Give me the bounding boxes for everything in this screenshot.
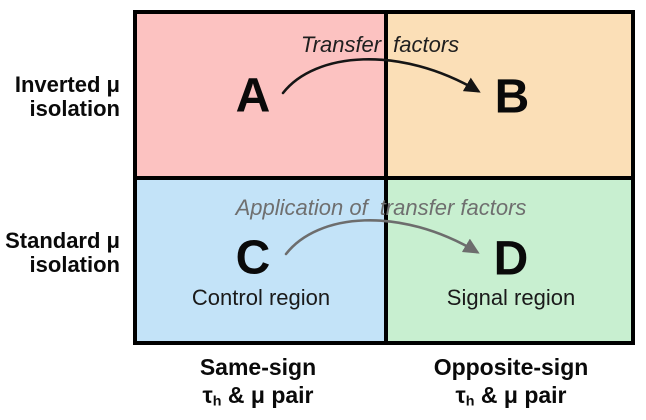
col-label-opposite-sign-line2: τh & μ pair	[434, 381, 589, 416]
application-label-right: transfer factors	[379, 195, 527, 220]
application-transfer-factors-label: Application of transfer factors	[236, 195, 527, 221]
quadrant-a	[137, 14, 384, 176]
col-label-same-sign: Same-sign τh & μ pair	[200, 353, 316, 416]
region-letter-b: B	[494, 70, 530, 124]
quadrant-d	[388, 180, 631, 341]
pair-text: & μ pair	[474, 382, 567, 408]
quadrant-grid	[133, 10, 635, 345]
tau-subscript-h: h	[212, 393, 222, 410]
row-label-inverted-line1: Inverted μ	[14, 72, 120, 97]
transfer-factors-label-right: factors	[393, 32, 460, 57]
region-letter-d: D	[493, 232, 529, 286]
transfer-factors-label: Transfer factors	[301, 32, 459, 58]
row-label-standard-line1: Standard μ	[5, 228, 120, 253]
region-letter-a: A	[235, 69, 271, 123]
signal-region-caption: Signal region	[446, 285, 576, 310]
col-label-opposite-sign-line1: Opposite-sign	[433, 354, 589, 380]
horizontal-divider	[137, 176, 631, 180]
region-letter-c: C	[235, 231, 271, 285]
row-label-inverted-isolation: Inverted μ isolation	[15, 73, 120, 121]
pair-text: & μ pair	[221, 382, 314, 408]
transfer-factors-label-left: Transfer	[300, 32, 382, 57]
application-label-left: Application of	[235, 195, 368, 220]
col-label-same-sign-line1: Same-sign	[199, 354, 317, 380]
control-region-caption: Control region	[191, 285, 331, 310]
row-label-standard-line2: isolation	[29, 252, 120, 277]
col-label-opposite-sign: Opposite-sign τh & μ pair	[434, 353, 589, 416]
col-label-same-sign-line2: τh & μ pair	[200, 381, 316, 416]
tau-subscript-h: h	[465, 393, 475, 410]
quadrant-c	[137, 180, 384, 341]
row-label-standard-isolation: Standard μ isolation	[5, 229, 120, 277]
tau-symbol: τ	[202, 382, 213, 408]
row-label-inverted-line2: isolation	[29, 96, 120, 121]
quadrant-b	[388, 14, 631, 176]
tau-symbol: τ	[455, 382, 466, 408]
